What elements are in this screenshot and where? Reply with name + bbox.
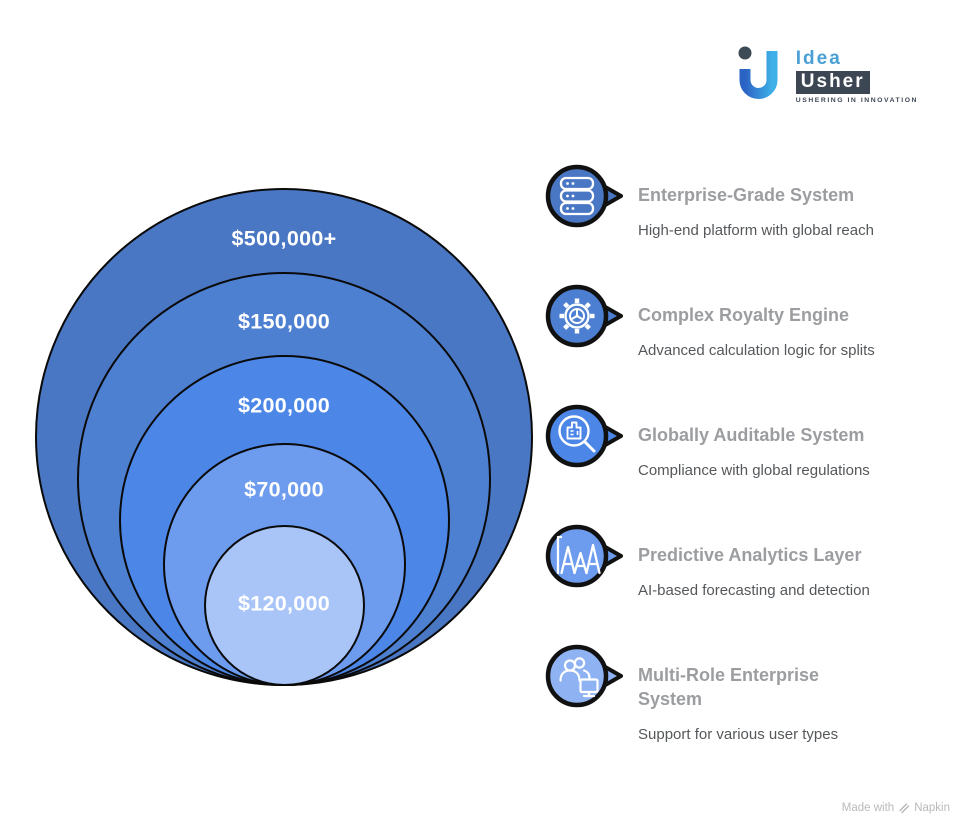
made-with-text: Made with [841,802,895,814]
circle-layer-5 [204,525,365,686]
napkin-logo-icon [899,803,910,814]
legend-item-royalty-engine: Complex Royalty Engine Advanced calculat… [543,280,888,360]
circle-label-120000: $120,000 [237,591,331,616]
logo-tagline: USHERING IN INNOVATION [795,97,918,104]
legend-subtitle: Compliance with global regulations [638,462,870,479]
legend-subtitle: High-end platform with global reach [638,222,874,239]
idea-usher-logo: Idea Usher USHERING IN INNOVATION [734,44,918,106]
circle-label-150000: $150,000 [237,309,331,334]
server-icon [545,164,623,228]
legend-item-predictive-analytics: Predictive Analytics Layer AI-based fore… [543,520,888,600]
logo-idea-text: Idea [795,48,842,69]
legend-title: Complex Royalty Engine [638,305,850,325]
users-monitor-icon [545,644,623,708]
legend-item-multi-role: Multi-Role Enterprise System Support for… [543,640,888,744]
legend-item-enterprise-grade: Enterprise-Grade System High-end platfor… [543,160,888,240]
analytics-chart-icon [545,524,623,588]
audit-magnifier-icon [545,404,623,468]
gear-icon [545,284,623,348]
legend-title: Predictive Analytics Layer [638,545,862,565]
legend-subtitle: Support for various user types [638,726,839,743]
circle-label-200000: $200,000 [237,393,331,418]
legend-subtitle: AI-based forecasting and detection [638,582,870,599]
napkin-brand-text: Napkin [914,802,950,814]
legend-subtitle: Advanced calculation logic for splits [638,342,875,359]
legend-title: Multi-Role Enterprise System [638,665,820,709]
logo-usher-text: Usher [795,71,870,94]
circle-label-500000: $500,000+ [231,226,337,251]
legend-title: Globally Auditable System [638,425,865,445]
legend-item-auditable-system: Globally Auditable System Compliance wit… [543,400,888,480]
idea-usher-logo-icon [738,46,778,99]
legend-title: Enterprise-Grade System [638,185,855,205]
made-with-napkin: Made with Napkin [842,802,950,814]
circle-label-70000: $70,000 [244,477,324,502]
